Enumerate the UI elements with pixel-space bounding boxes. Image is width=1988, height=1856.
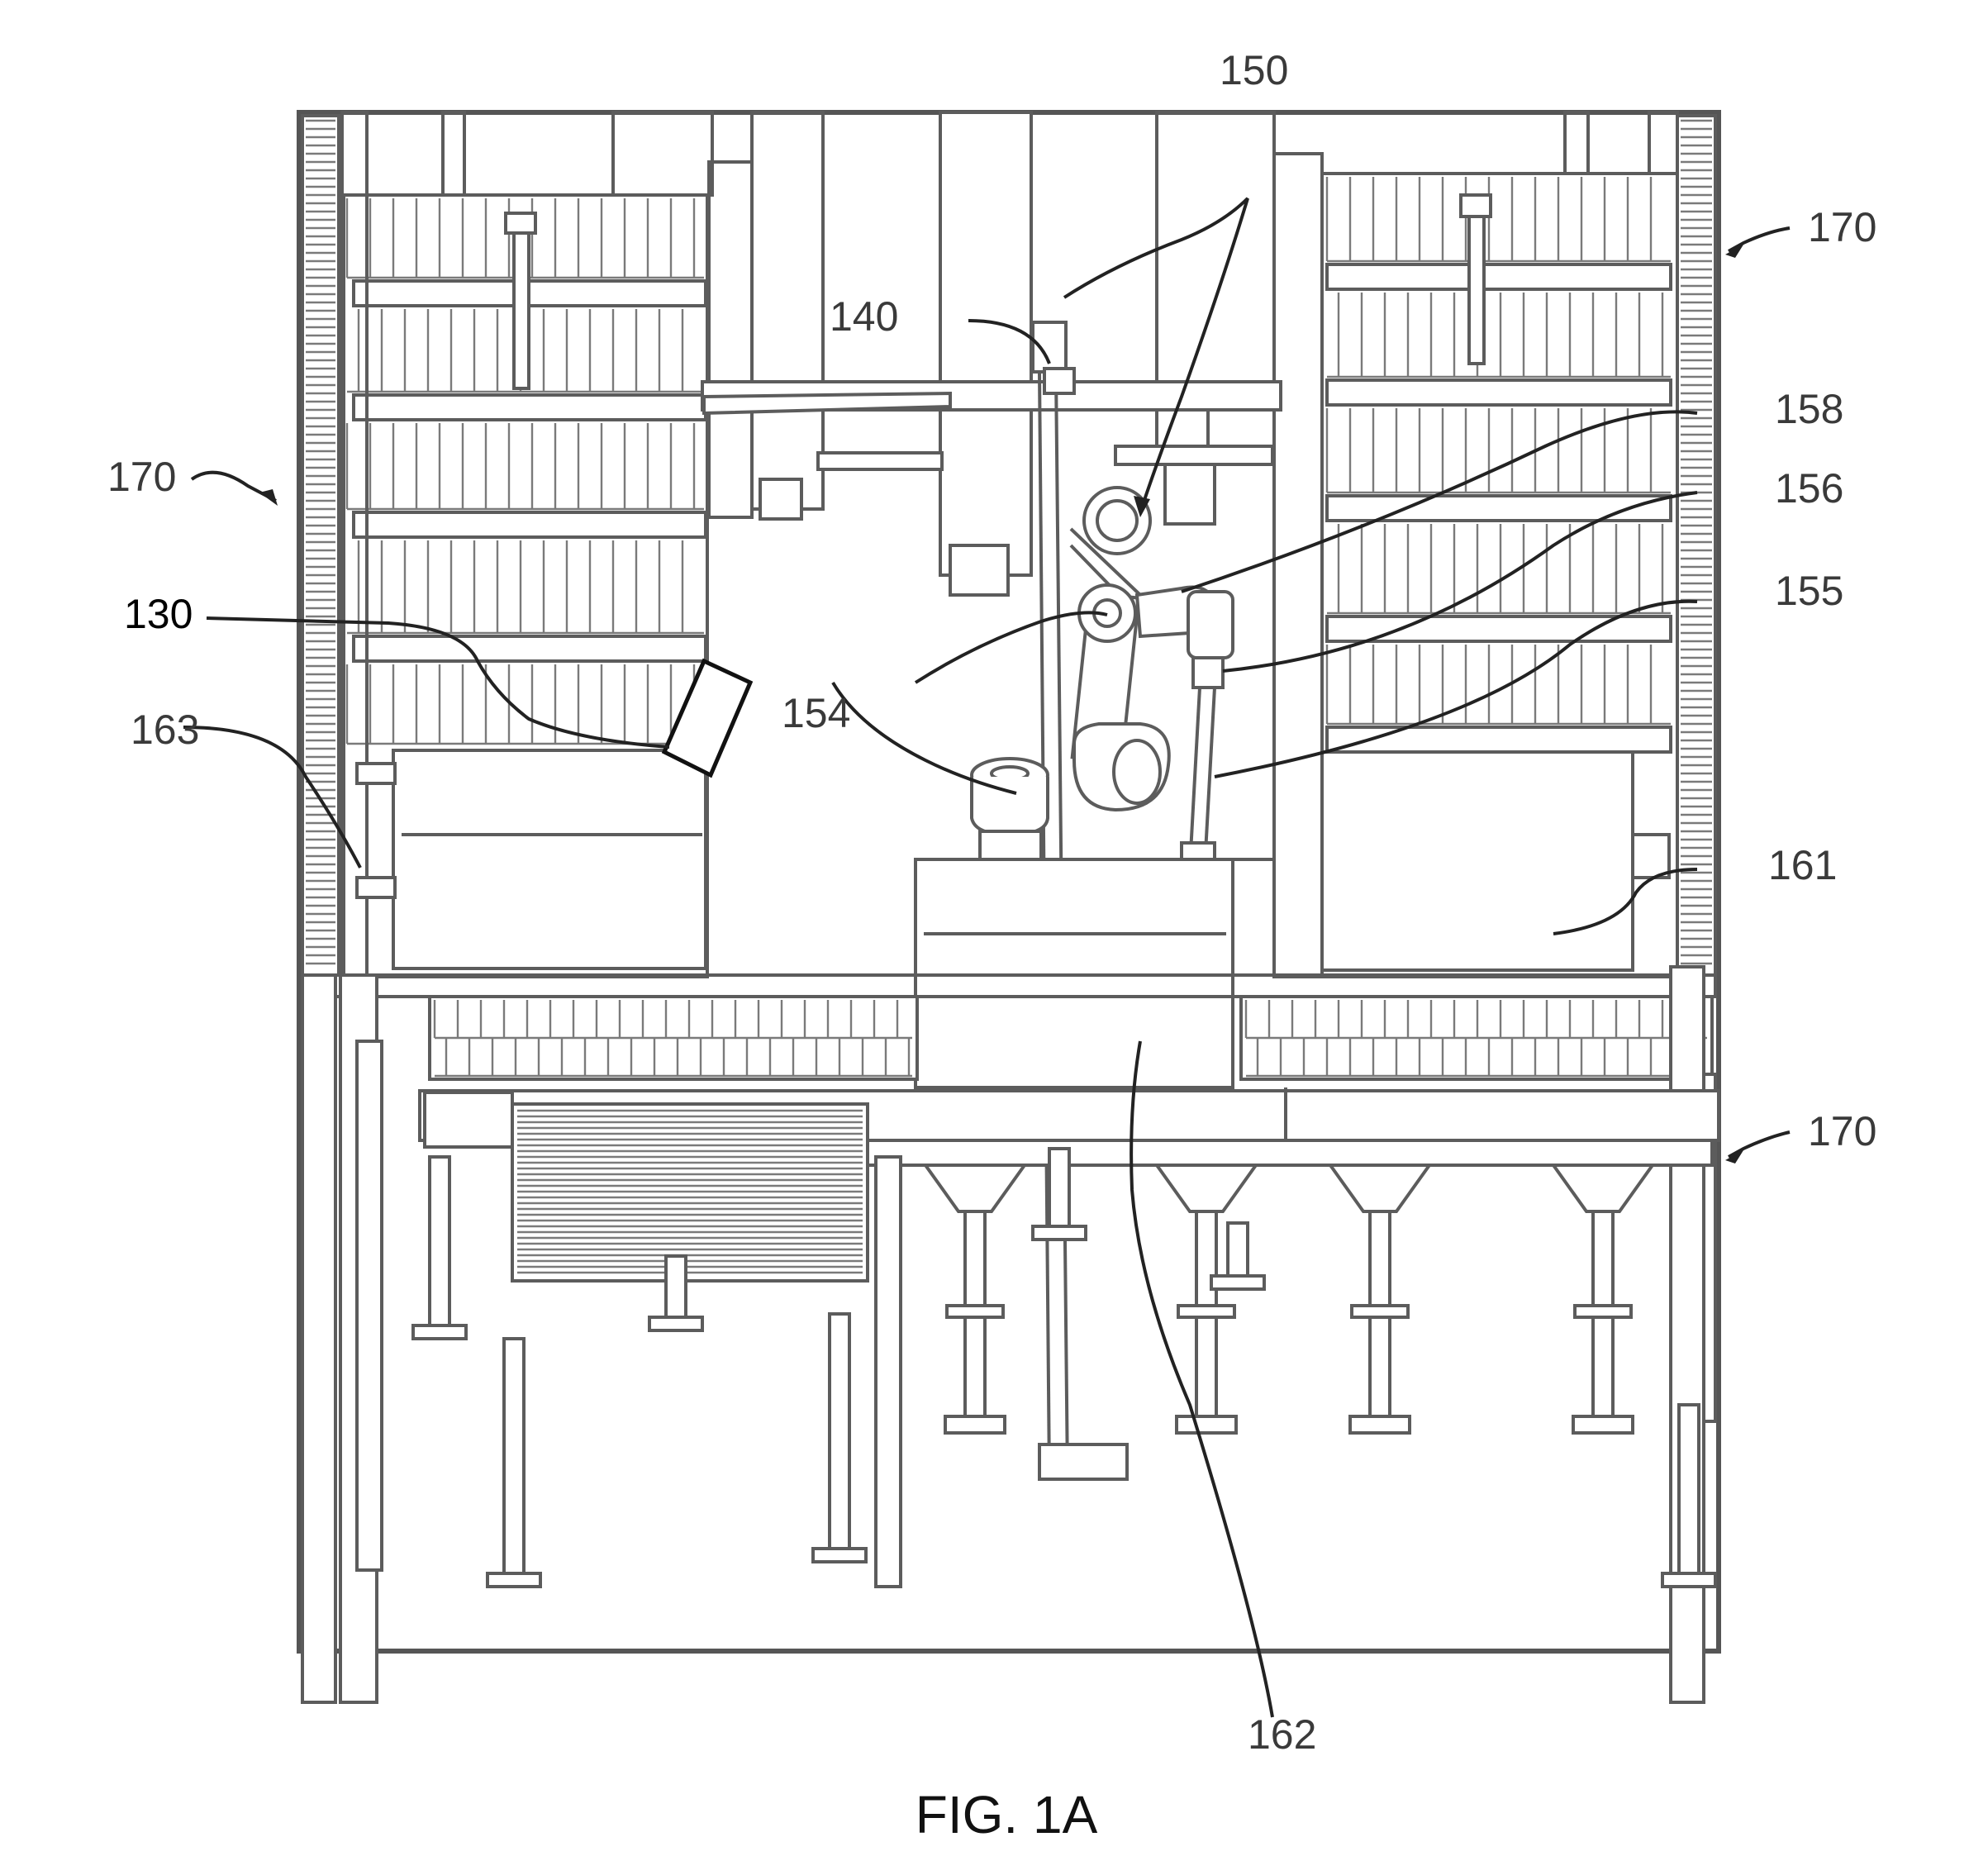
bin-163 bbox=[355, 749, 707, 970]
ref-130: 130 bbox=[124, 591, 193, 637]
support-leg bbox=[828, 1312, 851, 1563]
sensor-130 bbox=[661, 658, 754, 778]
ref-158: 158 bbox=[1775, 386, 1843, 432]
leg-foot bbox=[486, 1572, 542, 1588]
right-storage-shelves bbox=[1272, 111, 1679, 978]
dispenser-head bbox=[970, 757, 1049, 863]
hatched-container bbox=[423, 1091, 869, 1283]
figure-caption: FIG. 1A bbox=[916, 1785, 1098, 1844]
ref-170-top-right: 170 bbox=[1808, 204, 1876, 250]
robot-arm bbox=[1069, 486, 1234, 869]
hopper-foot bbox=[1348, 1415, 1411, 1435]
hopper-clamp bbox=[945, 1304, 1005, 1319]
ref-170-left: 170 bbox=[107, 454, 176, 500]
right-side-rack bbox=[1676, 114, 1717, 977]
hopper-clamp bbox=[1350, 1304, 1410, 1319]
left-storage-shelves bbox=[340, 111, 714, 978]
hopper-foot bbox=[1175, 1415, 1238, 1435]
ref-150: 150 bbox=[1220, 47, 1288, 93]
lower-legs bbox=[355, 1040, 1717, 1588]
leg-foot bbox=[1210, 1274, 1266, 1291]
frame-post bbox=[355, 1040, 383, 1572]
support-leg bbox=[502, 1337, 526, 1588]
hoppers bbox=[922, 1164, 1656, 1435]
bin-161 bbox=[1320, 750, 1671, 972]
hopper-funnel bbox=[1550, 1164, 1656, 1213]
ref-162: 162 bbox=[1248, 1711, 1316, 1758]
leg-foot bbox=[1031, 1225, 1087, 1241]
frame-post bbox=[874, 1155, 902, 1588]
hopper-foot bbox=[1572, 1415, 1634, 1435]
hopper-clamp bbox=[1177, 1304, 1236, 1319]
hopper-funnel bbox=[1327, 1164, 1433, 1213]
leader-lines bbox=[183, 197, 1791, 1718]
hopper-foot bbox=[944, 1415, 1006, 1435]
ref-154: 154 bbox=[782, 690, 850, 736]
support-leg bbox=[1677, 1403, 1700, 1588]
hopper-funnel bbox=[922, 1164, 1028, 1213]
hopper-clamp bbox=[1573, 1304, 1633, 1319]
ref-161: 161 bbox=[1768, 842, 1837, 888]
ref-156: 156 bbox=[1775, 465, 1843, 512]
ref-163: 163 bbox=[131, 707, 199, 753]
center-structure bbox=[701, 111, 1282, 597]
hopper-funnel bbox=[1153, 1164, 1259, 1213]
leg-foot bbox=[1661, 1572, 1717, 1588]
leg-foot bbox=[648, 1316, 704, 1332]
leg-foot bbox=[811, 1547, 868, 1563]
support-leg bbox=[428, 1155, 451, 1340]
ref-140: 140 bbox=[830, 293, 898, 340]
left-side-rack bbox=[301, 114, 340, 977]
ref-170-bottom-right: 170 bbox=[1808, 1108, 1876, 1154]
ref-155: 155 bbox=[1775, 568, 1843, 614]
leg-foot bbox=[411, 1324, 468, 1340]
